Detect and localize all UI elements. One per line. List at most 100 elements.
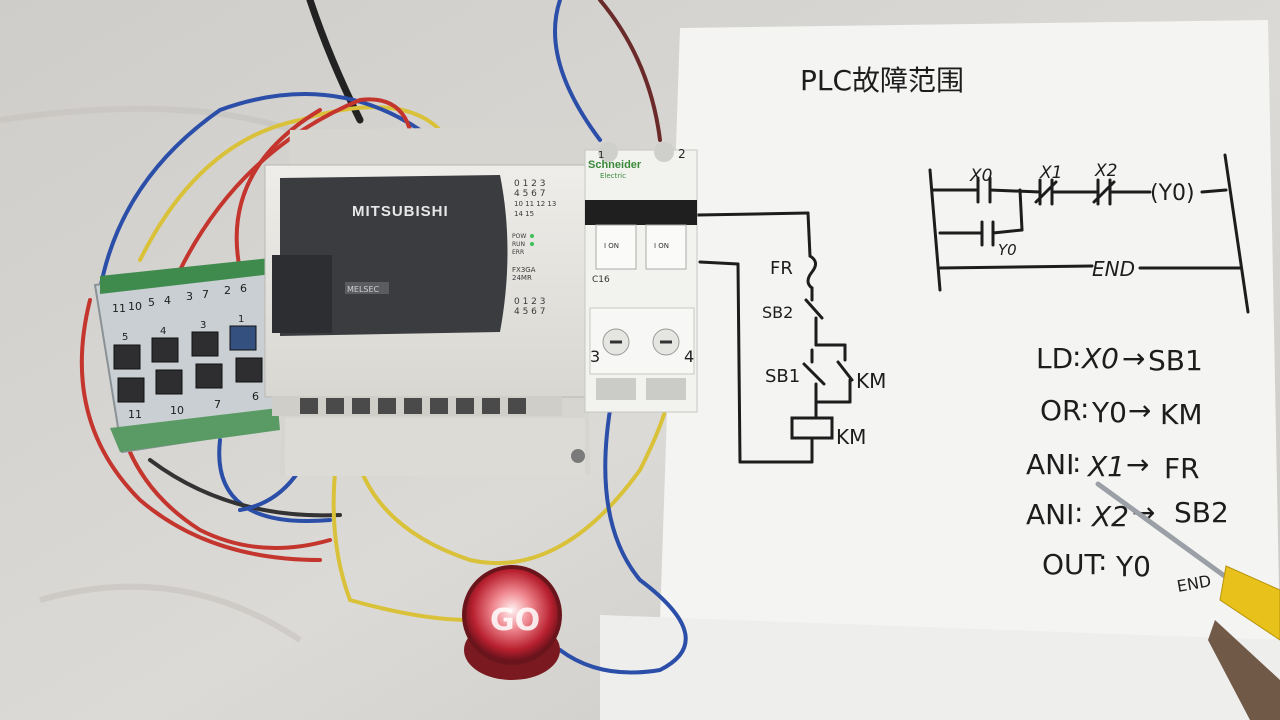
- circuit-breaker: 1 2 Schneider Electric I ON I ON C16 3 4: [584, 142, 698, 413]
- svg-text:3: 3: [200, 320, 206, 331]
- ladder-end: END: [1092, 257, 1135, 281]
- svg-text::: :: [1072, 340, 1081, 373]
- svg-text:4 5 6 7: 4 5 6 7: [514, 189, 546, 199]
- svg-text:X1: X1: [1086, 450, 1125, 483]
- circuit-label-km-coil: KM: [836, 425, 866, 449]
- circuit-label-fr: FR: [770, 258, 793, 279]
- svg-text:X2: X2: [1090, 500, 1129, 533]
- circuit-labels: FR SB2 SB1 KM KM: [762, 258, 886, 449]
- paper-title: PLC故障范围: [800, 64, 964, 97]
- ladder-contact-y0: Y0: [998, 241, 1017, 259]
- svg-text:0 1 2 3: 0 1 2 3: [514, 179, 546, 189]
- ladder-coil-y0: (Y0): [1150, 181, 1195, 206]
- mapping-row-ani-x2: ANI : X2 → SB2: [1026, 496, 1229, 533]
- breaker-on-label: I ON: [604, 242, 619, 250]
- svg-text:X0: X0: [1080, 342, 1119, 375]
- svg-text:OR: OR: [1040, 394, 1082, 427]
- breaker-toggle[interactable]: [645, 224, 687, 270]
- panel-bottom-numbers: 11 10 7 6: [128, 390, 259, 421]
- breaker-terminal-3: 3: [590, 347, 600, 366]
- svg-text:7: 7: [214, 398, 221, 411]
- svg-text:Y0: Y0: [1091, 396, 1127, 429]
- svg-text:14 15: 14 15: [514, 210, 534, 218]
- push-button[interactable]: [151, 337, 179, 363]
- push-button[interactable]: [229, 325, 257, 351]
- svg-text:1: 1: [238, 314, 244, 325]
- plc-model-sub: 24MR: [512, 274, 532, 282]
- mapping-row-or: OR : Y0 → KM: [1040, 392, 1203, 431]
- svg-text::: :: [1098, 544, 1107, 577]
- breaker-terminal-1: 1: [598, 150, 604, 161]
- plc-unit: MITSUBISHI MELSEC 0 1 2 3 4 5 6 7 10 11 …: [264, 126, 591, 476]
- push-button[interactable]: [191, 331, 219, 357]
- svg-text:4: 4: [160, 326, 166, 337]
- panel-buttons: [113, 325, 263, 403]
- svg-text:10 11 12 13: 10 11 12 13: [514, 200, 556, 208]
- breaker-rating: C16: [592, 275, 610, 285]
- svg-text:11: 11: [128, 408, 142, 421]
- ladder-diagram: [928, 153, 1250, 314]
- breaker-terminal-2: 2: [678, 147, 686, 161]
- push-button[interactable]: [155, 369, 183, 395]
- circuit-label-sb1: SB1: [765, 366, 800, 387]
- push-button[interactable]: [195, 363, 223, 389]
- screwdriver: [1095, 481, 1280, 720]
- svg-text:10: 10: [170, 404, 184, 417]
- svg-text:6: 6: [240, 282, 247, 295]
- breaker-brand-sub: Electric: [600, 172, 626, 180]
- svg-text:6: 6: [252, 390, 259, 403]
- svg-text::: :: [1080, 392, 1089, 425]
- svg-text:POW: POW: [512, 233, 526, 240]
- mapping-row-ld: LD : X0 → SB1: [1036, 340, 1203, 377]
- svg-text:→: →: [1122, 342, 1145, 375]
- svg-text:ANI: ANI: [1026, 498, 1074, 531]
- button-panel: 11 10 5 4 3 7 2 6 5 4 3 1 11 10: [93, 258, 280, 454]
- svg-text:FR: FR: [1164, 452, 1200, 485]
- svg-text:5: 5: [122, 332, 128, 343]
- plc-model-badge: MELSEC: [347, 285, 380, 294]
- plc-status-leds: POW RUN ERR: [512, 233, 534, 256]
- svg-text:7: 7: [202, 288, 209, 301]
- ladder-contact-x1: X1: [1039, 163, 1062, 183]
- svg-text:4 5 6 7: 4 5 6 7: [514, 307, 546, 317]
- breaker-on-label: I ON: [654, 242, 669, 250]
- mapping-row-ani-x1: ANI : X1 → FR: [1026, 446, 1200, 485]
- push-button[interactable]: [113, 344, 141, 370]
- ladder-contact-x0: X0: [969, 166, 992, 186]
- svg-text:0 1 2 3: 0 1 2 3: [514, 297, 546, 307]
- panel-row-numbers: 5 4 3 1: [122, 314, 244, 343]
- svg-text:11: 11: [112, 302, 126, 315]
- lamp-label: GO: [490, 603, 540, 638]
- circuit-label-sb2: SB2: [762, 303, 793, 322]
- ladder-contact-x2: X2: [1094, 161, 1117, 181]
- svg-text:4: 4: [164, 294, 171, 307]
- breaker-brand: Schneider: [588, 159, 642, 171]
- svg-text:SB1: SB1: [1148, 344, 1203, 377]
- svg-text:KM: KM: [1160, 398, 1203, 431]
- circuit-label-km-contact: KM: [856, 369, 886, 393]
- mapping-row-out: OUT : Y0: [1042, 544, 1151, 583]
- panel-top-numbers: 11 10 5 4 3 7 2 6: [112, 282, 247, 315]
- svg-text:5: 5: [148, 296, 155, 309]
- ladder-labels: X0 X1 X2 Y0 (Y0) END: [969, 161, 1195, 281]
- svg-text:10: 10: [128, 300, 142, 313]
- push-button[interactable]: [117, 377, 145, 403]
- svg-text:OUT: OUT: [1042, 548, 1103, 581]
- control-circuit: [696, 211, 854, 464]
- breaker-toggle[interactable]: [595, 224, 637, 270]
- svg-text:LD: LD: [1036, 342, 1073, 375]
- pilot-lamp: GO: [462, 565, 562, 680]
- breaker-terminal-4: 4: [684, 347, 694, 366]
- svg-text:3: 3: [186, 290, 193, 303]
- svg-text:→: →: [1128, 394, 1151, 427]
- plc-brand: MITSUBISHI: [352, 203, 449, 220]
- paper-sheet: [660, 20, 1280, 640]
- instruction-mapping: LD : X0 → SB1 OR : Y0 → KM ANI : X1 → FR…: [1026, 340, 1229, 583]
- push-button[interactable]: [235, 357, 263, 383]
- svg-text:2: 2: [224, 284, 231, 297]
- plc-model: FX3GA: [512, 266, 536, 274]
- svg-text:SB2: SB2: [1174, 496, 1229, 529]
- svg-text:→: →: [1126, 448, 1149, 481]
- svg-text:Y0: Y0: [1115, 550, 1151, 583]
